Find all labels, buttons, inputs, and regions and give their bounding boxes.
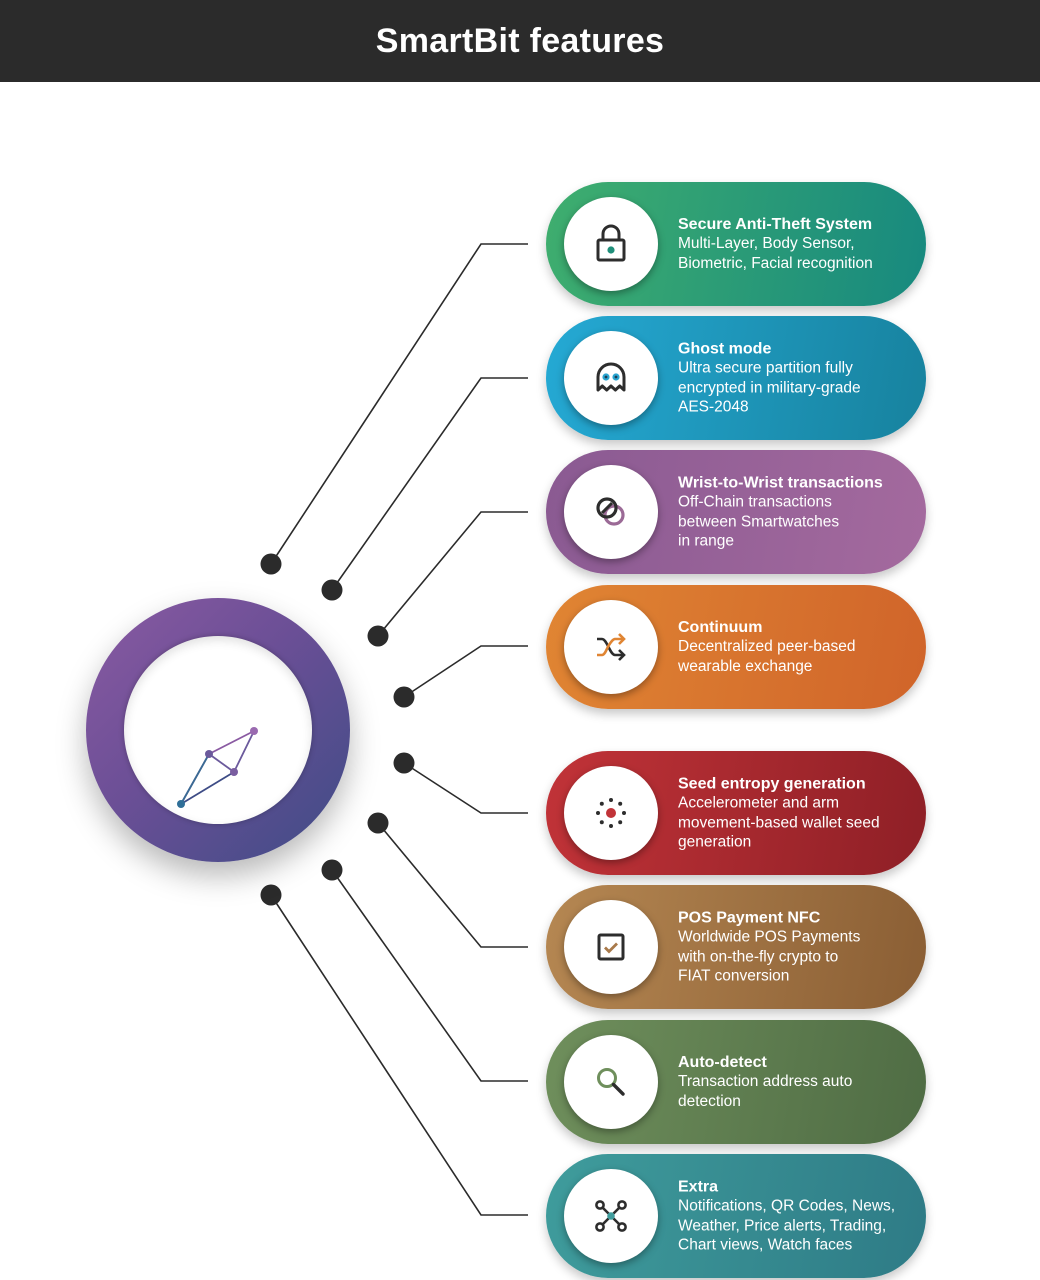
connector-line: [403, 645, 528, 698]
padlock-icon: [596, 224, 626, 262]
page-title: SmartBit features: [375, 21, 665, 60]
feature-description: Off-Chain transactions between Smartwatc…: [678, 493, 840, 550]
connector-line: [270, 894, 528, 1216]
connector-dot: [260, 884, 282, 906]
feature-icon-wrap: [564, 600, 658, 694]
entropy-dots-icon: [596, 798, 626, 828]
connector-line: [270, 243, 528, 565]
feature-extra: Extra Notifications, QR Codes, News, Wea…: [546, 1154, 926, 1278]
feature-description: Transaction address auto detection: [678, 1073, 853, 1110]
feature-wrist-to-wrist: Wrist-to-Wrist transactions Off-Chain tr…: [546, 450, 926, 574]
feature-description: Accelerometer and arm movement-based wal…: [678, 794, 880, 851]
feature-title: Auto-detect: [678, 1054, 767, 1071]
feature-title: Secure Anti-Theft System: [678, 216, 873, 233]
ghost-icon: [596, 362, 626, 392]
feature-auto-detect: Auto-detect Transaction address auto det…: [546, 1020, 926, 1144]
feature-title: Wrist-to-Wrist transactions: [678, 474, 883, 492]
feature-description: Ultra secure partition fully encrypted i…: [678, 359, 861, 416]
feature-title: Seed entropy generation: [678, 775, 866, 793]
feature-icon-wrap: [564, 197, 658, 291]
connector-dot: [321, 859, 343, 881]
feature-ghost-mode: Ghost mode Ultra secure partition fully …: [546, 316, 926, 440]
feature-icon-wrap: [564, 1169, 658, 1263]
feature-icon-wrap: [564, 766, 658, 860]
feature-icon-wrap: [564, 900, 658, 994]
connector-dot: [393, 752, 415, 774]
feature-title: Extra: [678, 1178, 719, 1196]
feature-description: Decentralized peer-based wearable exchan…: [678, 638, 856, 675]
feature-continuum: Continuum Decentralized peer-based weara…: [546, 585, 926, 709]
feature-icon-wrap: [564, 331, 658, 425]
connector-line: [377, 822, 528, 948]
feature-description: Multi-Layer, Body Sensor, Biometric, Fac…: [678, 235, 873, 272]
feature-icon-wrap: [564, 1035, 658, 1129]
smartbit-hub: [86, 598, 350, 862]
magnifier-icon: [597, 1068, 625, 1096]
feature-title: Continuum: [678, 619, 763, 636]
smartbit-logo-icon: [177, 727, 258, 808]
feature-description: Worldwide POS Payments with on-the-fly c…: [678, 928, 861, 985]
connector-dot: [393, 686, 415, 708]
feature-seed-entropy: Seed entropy generation Accelerometer an…: [546, 751, 926, 875]
connector-dot: [367, 625, 389, 647]
feature-title: Ghost mode: [678, 340, 772, 358]
network-icon: [595, 1200, 627, 1232]
feature-pos-payment-nfc: POS Payment NFC Worldwide POS Payments w…: [546, 885, 926, 1009]
feature-title: POS Payment NFC: [678, 909, 821, 927]
shuffle-icon: [597, 633, 626, 661]
feature-description: Notifications, QR Codes, News, Weather, …: [678, 1197, 896, 1254]
feature-icon-wrap: [564, 465, 658, 559]
hub-center: [124, 636, 312, 824]
connector-line: [331, 377, 528, 591]
connector-line: [377, 511, 528, 637]
connector-line: [331, 869, 528, 1082]
rings-icon: [596, 497, 625, 526]
connector-dot: [367, 812, 389, 834]
checkbox-icon: [597, 933, 625, 961]
connector-dot: [321, 579, 343, 601]
page-header: SmartBit features: [0, 0, 1040, 82]
feature-secure-anti-theft: Secure Anti-Theft System Multi-Layer, Bo…: [546, 182, 926, 306]
connector-line: [403, 762, 528, 814]
connector-dot: [260, 553, 282, 575]
